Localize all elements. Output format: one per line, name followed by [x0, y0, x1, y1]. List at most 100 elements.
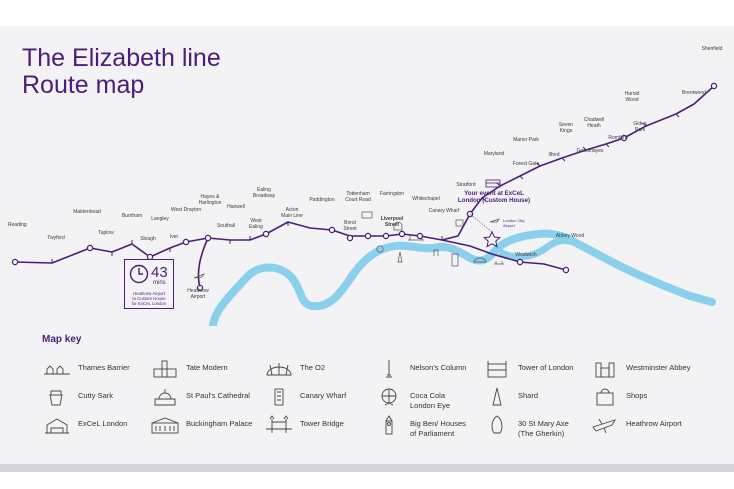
- station-bond-street: Bond Street: [343, 220, 357, 232]
- station-hanwell: Hanwell: [227, 204, 245, 210]
- station-liverpool-street: Liverpool Street: [380, 216, 404, 228]
- station-farringdon: Farringdon: [379, 191, 405, 197]
- station-twyford: Twyford: [47, 235, 65, 241]
- station-marker-whitechapel: [416, 232, 424, 240]
- river-thames-bend: [498, 237, 580, 261]
- key-item-tate-modern: Tate Modern: [150, 359, 268, 383]
- station-chadwell-heath: Chadwell Heath: [583, 117, 605, 129]
- station-iver: Iver: [169, 234, 179, 240]
- journey-minutes: 43: [151, 264, 168, 281]
- canary-wharf-map-icon: [451, 253, 459, 267]
- key-item-big-ben: Big Ben/ Houses of Parliament: [374, 415, 492, 439]
- key-item-canary-wharf: Canary Wharf: [264, 387, 382, 411]
- station-marker-farringdon: [382, 232, 390, 240]
- tower-of-london-icon: [487, 361, 507, 378]
- station-marker-romford: [620, 134, 628, 142]
- map-title-line-2: Route map: [22, 71, 145, 99]
- excel-building-icon: [485, 179, 501, 188]
- station-marker-maidenhead: [86, 244, 94, 252]
- station-stratford: Stratford: [456, 182, 476, 188]
- elizabeth-line-main: [14, 85, 715, 264]
- station-maidenhead: Maidenhead: [73, 209, 101, 215]
- station-tottenham-court-road: Tottenham Court Road: [345, 191, 371, 203]
- key-item-shard: Shard: [482, 387, 600, 411]
- station-gidea-park: Gidea Park: [633, 121, 647, 133]
- key-item-thames-barrier: Thames Barrier: [42, 359, 160, 383]
- station-marker-heathrow: [196, 284, 204, 292]
- station-maryland: Maryland: [483, 151, 505, 157]
- station-ilford: Ilford: [548, 152, 560, 158]
- map-key-title: Map key: [42, 334, 82, 345]
- station-marker-ealing-broadway: [262, 230, 270, 238]
- canary-wharf-icon: [274, 388, 284, 406]
- london-eye-icon: [381, 388, 397, 406]
- nelsons-column-icon: [386, 360, 392, 378]
- london-city-airport-label: London City Airport: [503, 218, 525, 228]
- thames-barrier-map-icon: [494, 261, 504, 265]
- station-seven-kings: Seven Kings: [558, 122, 574, 134]
- journey-time-box: 43 mins Heathrow Airport to Custom House…: [124, 259, 174, 309]
- o2-icon: [266, 363, 292, 376]
- event-label: Your event at ExCeL London (Custom House…: [457, 190, 531, 204]
- journey-unit: mins: [153, 280, 166, 286]
- river-thames: [208, 229, 716, 326]
- key-item-tower-of-london: Tower of London: [482, 359, 600, 383]
- station-paddington: Paddington: [309, 197, 335, 203]
- station-marker-shenfield: [710, 82, 718, 90]
- airplane-map-icon: [193, 273, 205, 279]
- tate-modern-icon: [153, 360, 177, 378]
- st-pauls-map-icon: [393, 221, 403, 231]
- key-item-excel-london: ExCeL London: [42, 415, 160, 439]
- station-romford: Romford: [608, 135, 628, 141]
- excel-icon: [45, 418, 69, 434]
- station-west-drayton: West Drayton: [170, 207, 202, 213]
- station-manor-park: Manor Park: [513, 137, 539, 143]
- station-taplow: Taplow: [98, 230, 114, 236]
- tower-bridge-icon: [266, 415, 292, 433]
- elizabeth-line-heathrow-branch: [197, 237, 209, 289]
- airplane-city-airport-icon: [489, 218, 500, 223]
- station-marker-west-drayton: [182, 238, 190, 246]
- buckingham-palace-map-icon: [361, 211, 373, 219]
- shard-icon: [492, 387, 502, 406]
- key-item-st-pauls-cathedral: St Paul's Cathedral: [150, 387, 268, 411]
- heathrow-airport-icon: [592, 418, 616, 434]
- station-ealing-broadway: Ealing Broadway: [252, 187, 276, 199]
- route-map: [11, 82, 718, 326]
- buckingham-palace-icon: [151, 417, 179, 434]
- event-star-icon: [483, 230, 501, 248]
- shard-map-icon: [397, 251, 403, 263]
- station-slough: Slough: [140, 236, 156, 242]
- station-heathrow-airport: Heathrow Airport: [187, 288, 209, 300]
- key-item-tower-bridge: Tower Bridge: [264, 415, 382, 439]
- station-marker-bond-street: [346, 234, 354, 242]
- elizabeth-line-abbey-wood-branch: [441, 239, 567, 271]
- cutty-sark-map-icon: [433, 249, 439, 256]
- westminster-abbey-icon: [595, 362, 615, 378]
- station-forest-gate: Forest Gate: [512, 161, 540, 167]
- station-hayes-harlington: Hayes & Harlington: [198, 194, 222, 206]
- station-harold-wood: Harold Wood: [624, 91, 640, 103]
- station-reading: Reading: [8, 222, 27, 228]
- station-southall: Southall: [216, 223, 236, 229]
- london-eye-map-icon: [376, 245, 384, 253]
- station-abbey-wood: Abbey Wood: [555, 233, 585, 239]
- station-marker-hayes: [204, 234, 212, 242]
- st-pauls-icon: [154, 389, 176, 406]
- station-west-ealing: West Ealing: [249, 218, 263, 230]
- station-marker-tottenham: [364, 232, 372, 240]
- station-marker-paddington: [328, 226, 336, 234]
- shops-icon: [596, 388, 614, 406]
- station-marker-reading: [11, 258, 19, 266]
- key-item-cutty-sark: Cutty Sark: [42, 387, 160, 411]
- station-shenfield: Shenfield: [701, 46, 723, 52]
- key-item-westminster-abbey: Westminster Abbey: [590, 359, 708, 383]
- station-burnham: Burnham: [121, 213, 143, 219]
- thames-barrier-icon: [44, 365, 70, 375]
- gherkin-icon: [491, 415, 503, 434]
- tower-bridge-map-icon: [408, 234, 424, 241]
- key-item-buckingham-palace: Buckingham Palace: [150, 415, 268, 439]
- station-marker-liverpool-street: [398, 230, 406, 238]
- route-map-page: The Elizabeth line Route map: [0, 26, 734, 464]
- station-langley: Langley: [151, 216, 169, 222]
